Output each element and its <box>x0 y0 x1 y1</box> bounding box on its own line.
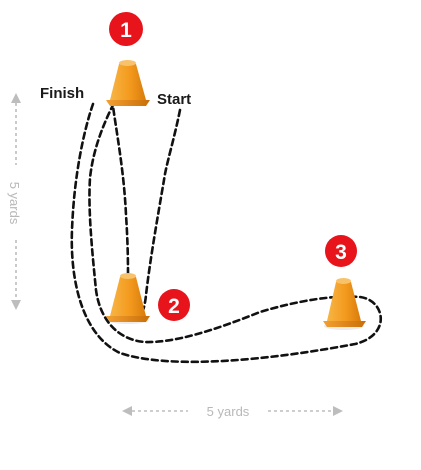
horizontal-arrow-head-left <box>122 406 132 416</box>
cone-1-base <box>106 100 150 106</box>
cone-1-body <box>110 64 146 100</box>
path-outer-loop <box>70 102 383 364</box>
path-start-line <box>138 108 182 320</box>
cone-2-base <box>106 316 150 322</box>
cone-2-body <box>110 277 146 316</box>
marker-badge-2: 2 <box>158 289 190 321</box>
vertical-dimension-label: 5 yards <box>7 182 22 225</box>
path-inner-to-cone2 <box>110 97 130 282</box>
marker-badge-3: 3 <box>325 235 357 267</box>
cone-1 <box>106 60 150 106</box>
vertical-arrow-head-up <box>11 93 21 103</box>
marker-badge-3-number: 3 <box>335 241 347 264</box>
vertical-arrow-head-down <box>11 300 21 310</box>
marker-badge-1-circle <box>109 12 143 46</box>
marker-badge-2-number: 2 <box>168 295 180 318</box>
cone-2 <box>106 273 150 324</box>
cone-3 <box>323 278 366 330</box>
running-paths <box>70 97 383 364</box>
marker-badge-3-circle <box>325 235 357 267</box>
marker-badge-1: 1 <box>109 12 143 46</box>
finish-label: Finish <box>40 85 84 102</box>
cone-3-body <box>327 282 361 321</box>
horizontal-dimension: 5 yards <box>122 404 343 419</box>
start-label: Start <box>157 91 191 108</box>
marker-badge-2-circle <box>158 289 190 321</box>
horizontal-arrow-head-right <box>333 406 343 416</box>
vertical-dimension: 5 yards <box>7 93 22 310</box>
horizontal-dimension-label: 5 yards <box>207 404 250 419</box>
cone-3-base <box>323 321 366 327</box>
marker-badge-1-number: 1 <box>120 19 132 42</box>
